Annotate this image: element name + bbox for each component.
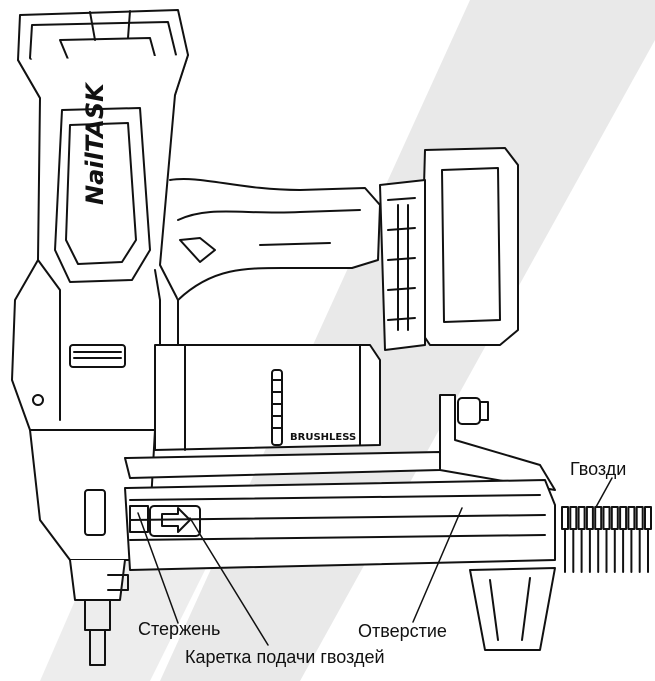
nail-strip bbox=[561, 506, 652, 573]
nail-head bbox=[585, 506, 594, 530]
nail-head bbox=[619, 506, 628, 530]
magazine bbox=[124, 451, 556, 651]
svg-text:NailTASK: NailTASK bbox=[81, 81, 109, 205]
nail-head bbox=[577, 506, 586, 530]
brushless-badge: BRUSHLESS bbox=[290, 432, 356, 443]
label-hole: Отверстие bbox=[358, 621, 447, 641]
rear-bracket bbox=[439, 394, 556, 491]
brand-logo: NailTASK bbox=[81, 81, 109, 205]
nail-head bbox=[610, 506, 619, 530]
motor-housing bbox=[154, 344, 381, 451]
battery-pack bbox=[379, 147, 519, 351]
nail-head bbox=[561, 506, 569, 530]
nail-head bbox=[644, 506, 652, 530]
nose-assembly bbox=[29, 429, 156, 666]
nail-head bbox=[635, 506, 644, 530]
nail-head bbox=[602, 506, 611, 530]
nail-head bbox=[569, 506, 578, 530]
nail-head bbox=[594, 506, 603, 530]
handle bbox=[169, 178, 381, 301]
label-rod: Стержень bbox=[138, 619, 221, 639]
leader-lines bbox=[137, 477, 613, 646]
label-nails: Гвозди bbox=[570, 459, 627, 479]
nail-head bbox=[627, 506, 636, 530]
label-carriage: Каретка подачи гвоздей bbox=[185, 647, 385, 667]
